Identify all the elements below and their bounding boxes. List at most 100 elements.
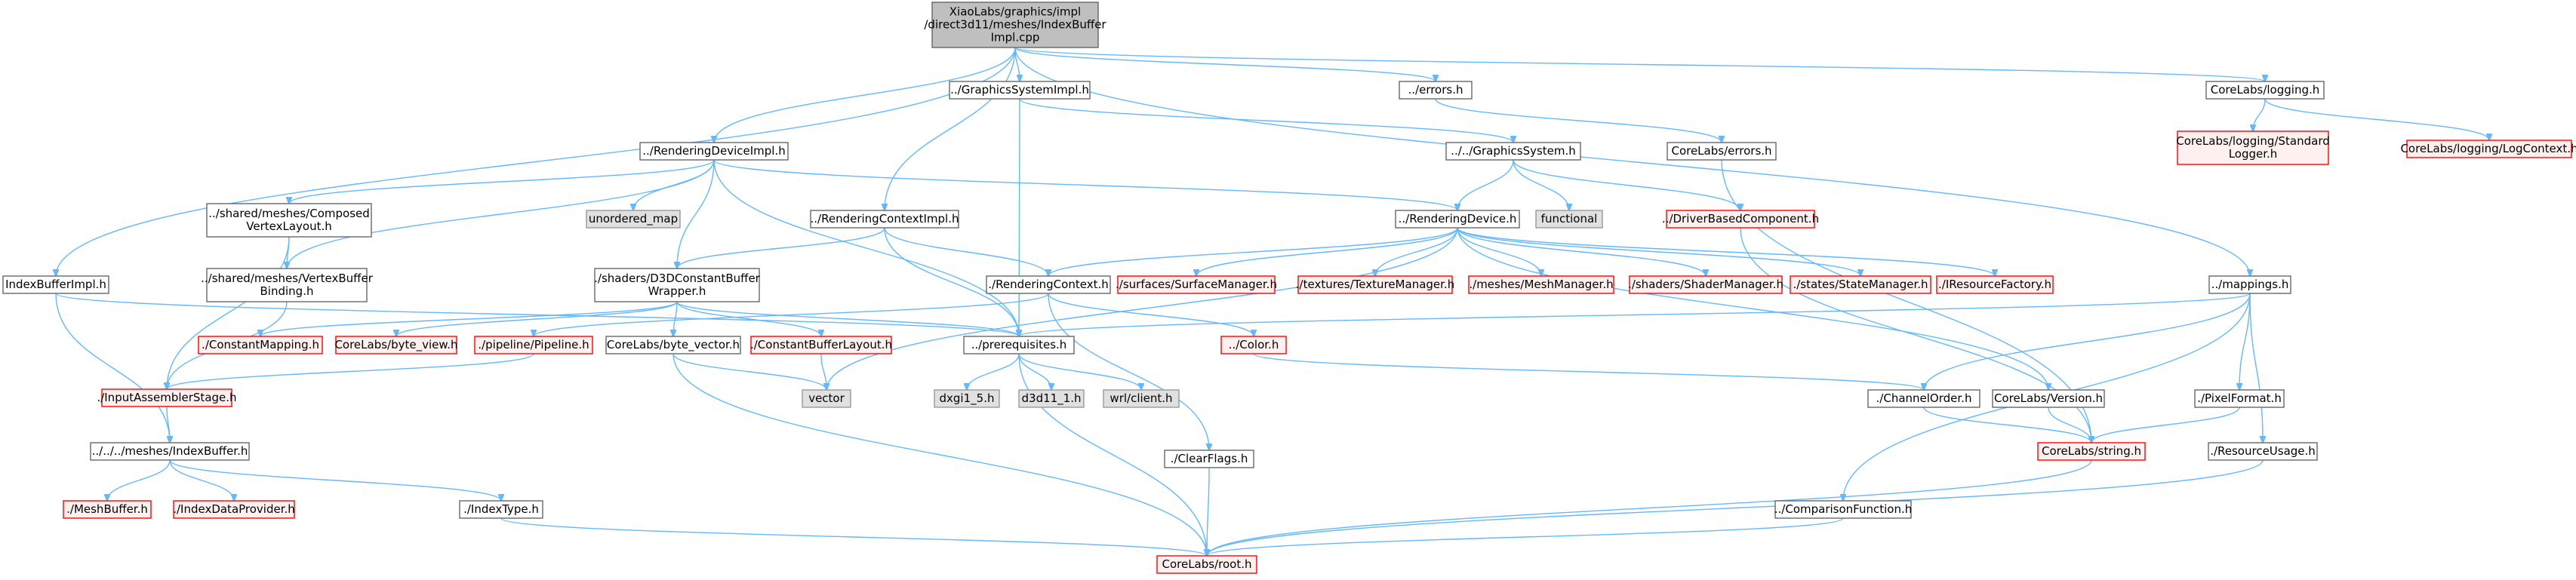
edge-ibi-to-prereq (55, 293, 1019, 336)
edge-color-to-chord (1253, 353, 1924, 390)
node-gsi[interactable]: ../GraphicsSystemImpl.h (949, 81, 1091, 100)
edge-prereq-to-wrl (1018, 353, 1141, 390)
edge-rd-to-shader (1457, 227, 1706, 276)
node-ver[interactable]: CoreLabs/Version.h (1992, 389, 2105, 408)
node-label: ./textures/TextureManager.h (1296, 278, 1454, 291)
node-ru[interactable]: ./ResourceUsage.h (2208, 442, 2318, 461)
node-label: ../RenderingDevice.h (1399, 212, 1517, 226)
node-cerrors[interactable]: CoreLabs/errors.h (1667, 142, 1777, 161)
node-tex[interactable]: ./textures/TextureManager.h (1296, 275, 1454, 294)
node-box (1399, 81, 1473, 100)
node-box (586, 210, 681, 229)
node-box (1117, 275, 1276, 294)
node-croot[interactable]: CoreLabs/root.h (1156, 555, 1257, 574)
node-label: ./RenderingContext.h (988, 278, 1108, 291)
node-box (63, 500, 152, 519)
node-label: CoreLabs/Version.h (1994, 391, 2103, 405)
node-label: CoreLabs/byte_view.h (334, 338, 457, 352)
node-label: CoreLabs/logging.h (2211, 83, 2320, 97)
node-pipe[interactable]: ./pipeline/Pipeline.h (474, 336, 593, 354)
node-label: Logger.h (2229, 147, 2278, 161)
node-rd[interactable]: ../RenderingDevice.h (1395, 210, 1520, 229)
node-box (198, 336, 323, 354)
node-irf[interactable]: ./IResourceFactory.h (1936, 275, 2054, 294)
node-dbc[interactable]: ../DriverBasedComponent.h (1662, 210, 1819, 229)
node-label: ./MeshBuffer.h (66, 502, 148, 516)
node-label: ./ResourceUsage.h (2210, 444, 2316, 458)
node-cbl[interactable]: ./ConstantBufferLayout.h (750, 336, 892, 354)
node-rci[interactable]: ../RenderingContextImpl.h (810, 210, 959, 229)
edge-rd-to-tex (1375, 227, 1458, 276)
node-box (1667, 142, 1777, 161)
edge-d3dcb-to-cmap (260, 301, 678, 336)
edge-pipe-to-ias (167, 353, 534, 389)
node-errors[interactable]: ../errors.h (1399, 81, 1473, 100)
edge-rdi-to-prereq (713, 159, 1019, 336)
node-it[interactable]: ./IndexType.h (459, 500, 543, 519)
node-bview[interactable]: CoreLabs/byte_view.h (334, 336, 458, 354)
node-label: ./ClearFlags.h (1171, 452, 1248, 465)
node-box (1666, 210, 1815, 229)
node-gs[interactable]: ../../GraphicsSystem.h (1445, 142, 1581, 161)
node-box (949, 81, 1091, 100)
node-mesh[interactable]: ./meshes/MeshManager.h (1468, 275, 1614, 294)
node-logctx[interactable]: CoreLabs/logging/LogContext.h (2400, 140, 2576, 158)
node-surf[interactable]: ./surfaces/SurfaceManager.h (1116, 275, 1277, 294)
node-label: unordered_map (589, 212, 678, 226)
edge-mappings-to-chord (1924, 293, 2251, 390)
node-mb[interactable]: ./MeshBuffer.h (63, 500, 152, 519)
node-label: ../Color.h (1229, 338, 1279, 351)
edge-ib-to-idp (169, 459, 234, 501)
node-box (1629, 275, 1783, 294)
node-states[interactable]: ./states/StateManager.h (1790, 275, 1931, 294)
node-logging[interactable]: CoreLabs/logging.h (2205, 81, 2325, 100)
node-shader[interactable]: ./shaders/ShaderManager.h (1628, 275, 1784, 294)
edge-cf-to-croot (1207, 467, 1209, 556)
edge-rd-to-vector (826, 227, 1458, 390)
node-label: ../shared/meshes/VertexBuffer (201, 272, 374, 285)
edge-prereq-to-dxgi (967, 353, 1020, 390)
node-box (1992, 389, 2105, 408)
node-label: CoreLabs/root.h (1162, 557, 1251, 571)
node-idp[interactable]: ./IndexDataProvider.h (173, 500, 295, 519)
edge-root-to-rdi (714, 47, 1016, 143)
node-box (1774, 500, 1912, 519)
edge-dbc-to-str (1740, 227, 2091, 443)
node-label: ./ChannelOrder.h (1876, 391, 1972, 405)
node-ibi[interactable]: IndexBufferImpl.h (2, 275, 109, 294)
node-bvec[interactable]: CoreLabs/byte_vector.h (605, 336, 741, 354)
edge-gs-to-functional (1513, 159, 1569, 210)
node-box (459, 500, 543, 519)
node-prereq[interactable]: ../prerequisites.h (963, 336, 1075, 354)
edge-str-to-croot (1207, 459, 2092, 556)
node-str[interactable]: CoreLabs/string.h (2037, 442, 2146, 461)
node-label: /direct3d11/meshes/IndexBuffer (924, 18, 1106, 32)
edge-rdi-to-vbb (287, 159, 715, 269)
node-pf[interactable]: ./PixelFormat.h (2194, 389, 2285, 408)
node-cf[interactable]: ./ClearFlags.h (1164, 450, 1254, 468)
node-chord[interactable]: ./ChannelOrder.h (1867, 389, 1980, 408)
node-vector: vector (802, 389, 851, 408)
node-d3d11: d3d11_1.h (1018, 389, 1085, 408)
node-cmap[interactable]: ./ConstantMapping.h (198, 336, 323, 354)
node-rc[interactable]: ./RenderingContext.h (986, 275, 1111, 294)
node-cmpf[interactable]: ../ComparisonFunction.h (1774, 500, 1912, 519)
node-rdi[interactable]: ../RenderingDeviceImpl.h (639, 142, 789, 161)
node-box (605, 336, 741, 354)
node-ib[interactable]: ../../../meshes/IndexBuffer.h (90, 442, 250, 461)
node-label: CoreLabs/errors.h (1671, 144, 1771, 158)
node-ias[interactable]: ./InputAssemblerStage.h (97, 388, 237, 407)
node-mappings[interactable]: ../mappings.h (2208, 275, 2291, 294)
edge-d3dcb-to-bvec (673, 301, 678, 336)
edge-ias-to-ib (166, 406, 170, 443)
node-box (2205, 81, 2325, 100)
edge-rdi-to-d3dcb (677, 159, 715, 269)
node-root[interactable]: XiaoLabs/graphics/impl/direct3d11/meshes… (924, 2, 1106, 48)
node-color[interactable]: ../Color.h (1220, 336, 1287, 354)
node-box (2194, 389, 2285, 408)
